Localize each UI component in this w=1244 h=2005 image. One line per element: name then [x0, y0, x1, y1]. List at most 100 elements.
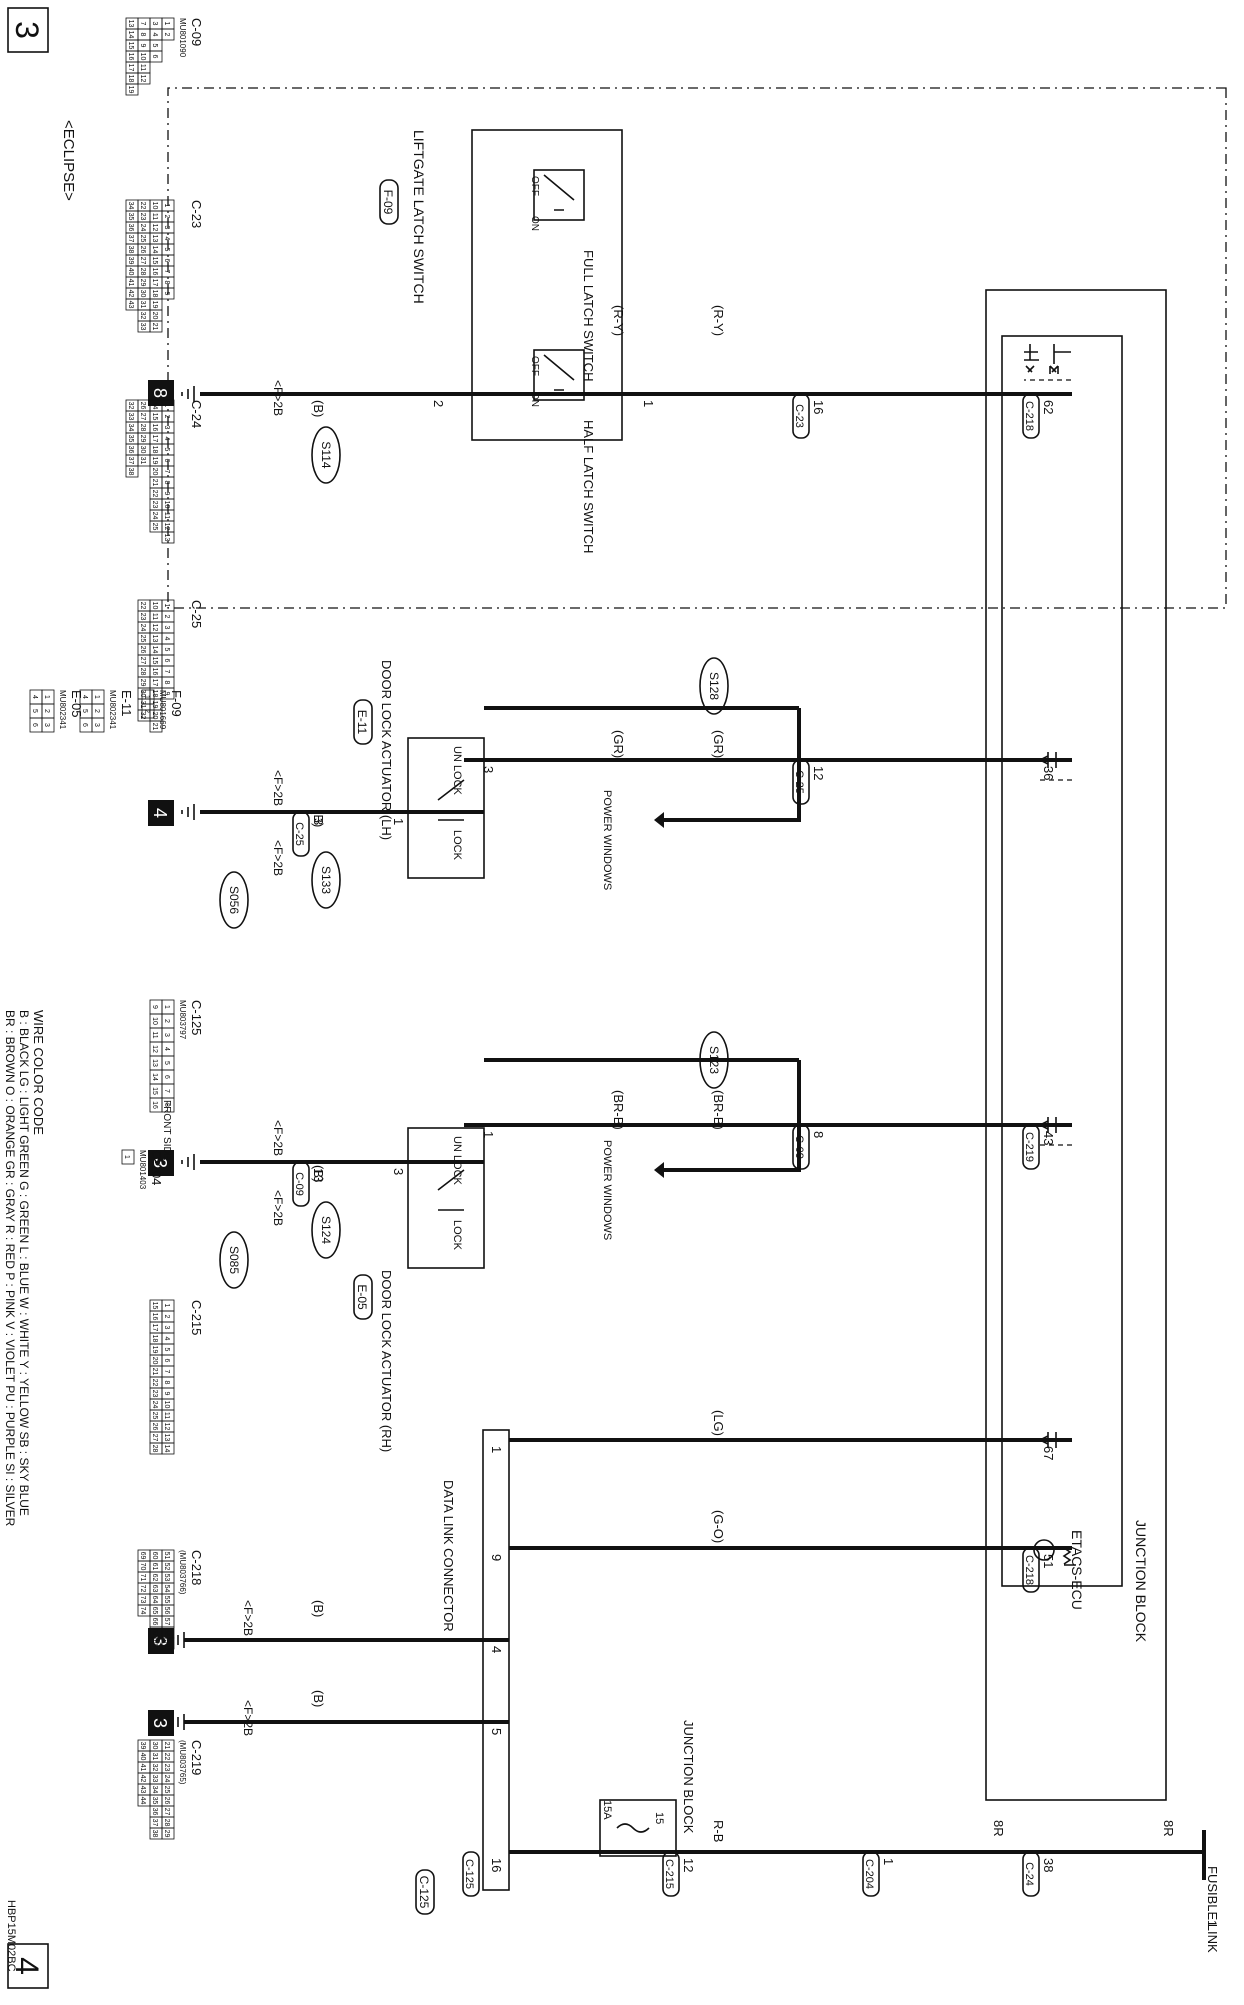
connector-pin-label: 30	[139, 690, 146, 698]
connector-view-part: MU801090	[178, 18, 187, 58]
connector-pin-label: 26	[139, 246, 146, 254]
connector-view-name: C-125	[189, 1000, 204, 1035]
connector-pin-label: 15	[151, 1087, 158, 1095]
pin-label: 9	[489, 1554, 504, 1561]
connector-pin-label: 7	[163, 470, 170, 474]
connector-pin-label: 13	[163, 534, 170, 542]
connector-view: C-23123456789101112131415161718192021222…	[125, 199, 204, 333]
door-lock-rh-lock: LOCK	[451, 1220, 463, 1251]
connector-view: C-21512345678910111213141516171819202122…	[149, 1299, 204, 1455]
svg-text:<F>2B: <F>2B	[271, 840, 285, 876]
svg-text:3: 3	[150, 1636, 170, 1646]
connector-pin-label: 16	[151, 424, 158, 432]
connector-pin-label: 33	[139, 323, 146, 331]
connector-pin-label: 20	[151, 712, 158, 720]
connector-pin-label: 28	[163, 1819, 170, 1827]
connector-pin-label: 4	[163, 1337, 170, 1341]
svg-text:<F>2B: <F>2B	[271, 380, 285, 416]
conn-tag: C-204	[862, 1851, 880, 1897]
wire-color-label: 8R	[1161, 1820, 1176, 1837]
conn-tag: C-125	[462, 1851, 480, 1897]
connector-pin-label: 6	[163, 659, 170, 663]
connector-pin-cell	[149, 1097, 163, 1113]
connector-pin-label: 41	[139, 1764, 146, 1772]
page-marker-bottom-label: 4	[9, 1957, 45, 1975]
connector-pin-label: 25	[139, 235, 146, 243]
conn-tag: C-218	[1022, 1547, 1040, 1593]
connector-pin-label: 30	[151, 1742, 158, 1750]
connector-pin-label: 5	[163, 648, 170, 652]
pin-label: 3	[481, 766, 496, 773]
connector-pin-label: 17	[151, 279, 158, 287]
connector-pin-label: 4	[151, 33, 158, 37]
svg-text:3: 3	[150, 1718, 170, 1728]
splice-s114: S114	[311, 426, 341, 484]
connector-pin-label: 9	[163, 492, 170, 496]
pin-label: 12	[681, 1858, 696, 1872]
connector-pin-label: 1	[163, 204, 170, 208]
connector-pin-label: 2	[163, 415, 170, 419]
connector-pin-label: 10	[151, 1017, 158, 1025]
connector-pin-label: 25	[139, 635, 146, 643]
full-latch-on: ON	[529, 216, 540, 231]
connector-pin-label: 7	[163, 670, 170, 674]
liftgate-conn-tag	[379, 179, 399, 225]
svg-text:C-09: C-09	[793, 1135, 805, 1159]
connector-pin-label: 29	[139, 279, 146, 287]
fuse-junction-label: JUNCTION BLOCK	[681, 1720, 696, 1834]
connector-pin-label: 3	[163, 226, 170, 230]
wire-color-label: (B)	[311, 810, 326, 827]
svg-text:C-25: C-25	[293, 822, 305, 846]
svg-text:<F>2B: <F>2B	[271, 770, 285, 806]
connector-view-name: C-218	[189, 1550, 204, 1585]
connector-pin-label: 34	[151, 1786, 158, 1794]
color-code-title: WIRE COLOR CODE	[31, 1010, 46, 1135]
connector-pin-label: 2	[93, 709, 100, 713]
connector-pin-label: 59	[163, 1640, 170, 1648]
connector-pin-label: 20	[151, 1357, 158, 1365]
connector-pin-cell	[149, 520, 163, 533]
svg-text:POWER WINDOWS: POWER WINDOWS	[601, 1140, 613, 1240]
svg-text:POWER WINDOWS: POWER WINDOWS	[601, 790, 613, 890]
connector-pin-cell	[149, 1827, 163, 1840]
connector-pin-label: 56	[163, 1607, 170, 1615]
pin-label: 3	[311, 818, 326, 825]
connector-pin-label: 38	[127, 468, 134, 476]
pin-label: 3	[391, 1168, 406, 1175]
connector-pin-label: 7	[163, 270, 170, 274]
svg-text:C-215: C-215	[663, 1859, 675, 1889]
connector-pin-label: 3	[43, 723, 50, 727]
data-link-conn-label: C-125	[417, 1876, 431, 1909]
connector-pin-label: 40	[127, 268, 134, 276]
connector-pin-label: 64	[151, 1596, 158, 1604]
door-lock-lh-label: DOOR LOCK ACTUATOR (LH)	[379, 660, 394, 840]
connector-pin-label: 12	[163, 523, 170, 531]
connector-pin-label: 35	[127, 213, 134, 221]
connector-pin-label: 13	[151, 1059, 158, 1067]
connector-pin-cell	[29, 717, 43, 733]
connector-pin-label: 5	[163, 1348, 170, 1352]
svg-text:C-125: C-125	[463, 1859, 475, 1889]
conn-tag: C-09	[792, 1124, 810, 1170]
connector-pin-label: 61	[151, 1563, 158, 1571]
connector-pin-label: 7	[163, 1370, 170, 1374]
door-lock-rh-box	[407, 1127, 485, 1269]
connector-pin-label: 32	[139, 712, 146, 720]
connector-pin-label: 39	[127, 257, 134, 265]
page-marker-top	[7, 7, 49, 53]
connector-pin-label: 66	[151, 1618, 158, 1626]
ground-liftgate: <F>2B 8	[148, 380, 285, 416]
connector-pin-label: 20	[151, 468, 158, 476]
junction-block-label: JUNCTION BLOCK	[1133, 1520, 1149, 1643]
connector-pin-label: 7	[139, 22, 146, 26]
connector-pin-label: 1	[163, 604, 170, 608]
connector-view: C-09MU8010901234567891011121314151617181…	[125, 17, 204, 96]
connector-pin-label: 19	[151, 457, 158, 465]
connector-pin-label: 30	[139, 446, 146, 454]
wire-color-label: (R-Y)	[711, 305, 726, 336]
connector-pin-label: 22	[139, 202, 146, 210]
connector-pin-label: 28	[139, 424, 146, 432]
connector-pin-label: 18	[151, 1335, 158, 1343]
connector-pin-label: 14	[151, 1073, 158, 1081]
